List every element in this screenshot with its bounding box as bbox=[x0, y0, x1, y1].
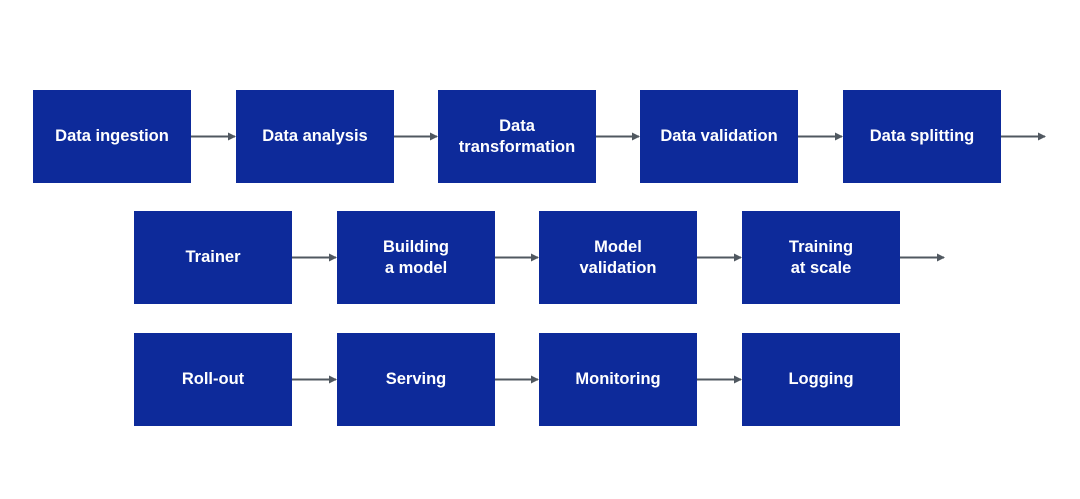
step-label: Building a model bbox=[383, 237, 449, 277]
step-trainer: Trainer bbox=[134, 211, 292, 304]
step-data-transformation: Data transformation bbox=[438, 90, 596, 183]
step-building-a-model: Building a model bbox=[337, 211, 495, 304]
step-training-at-scale: Training at scale bbox=[742, 211, 900, 304]
step-label: Logging bbox=[788, 370, 854, 388]
step-data-ingestion: Data ingestion bbox=[33, 90, 191, 183]
step-label: Model validation bbox=[579, 237, 657, 277]
step-label: Data ingestion bbox=[55, 127, 169, 145]
step-label: Trainer bbox=[185, 248, 241, 266]
step-data-analysis: Data analysis bbox=[236, 90, 394, 183]
step-monitoring: Monitoring bbox=[539, 333, 697, 426]
step-label: Serving bbox=[385, 370, 447, 388]
step-label: Data analysis bbox=[262, 127, 368, 145]
step-serving: Serving bbox=[337, 333, 495, 426]
step-label: Monitoring bbox=[575, 370, 661, 388]
step-label: Data transformation bbox=[458, 116, 576, 156]
step-roll-out: Roll-out bbox=[134, 333, 292, 426]
step-logging: Logging bbox=[742, 333, 900, 426]
step-label: Data splitting bbox=[869, 127, 975, 145]
step-data-splitting: Data splitting bbox=[843, 90, 1001, 183]
step-data-validation: Data validation bbox=[640, 90, 798, 183]
step-label: Data validation bbox=[660, 127, 778, 145]
step-label: Training at scale bbox=[788, 237, 854, 277]
step-label: Roll-out bbox=[181, 370, 245, 388]
step-model-validation: Model validation bbox=[539, 211, 697, 304]
